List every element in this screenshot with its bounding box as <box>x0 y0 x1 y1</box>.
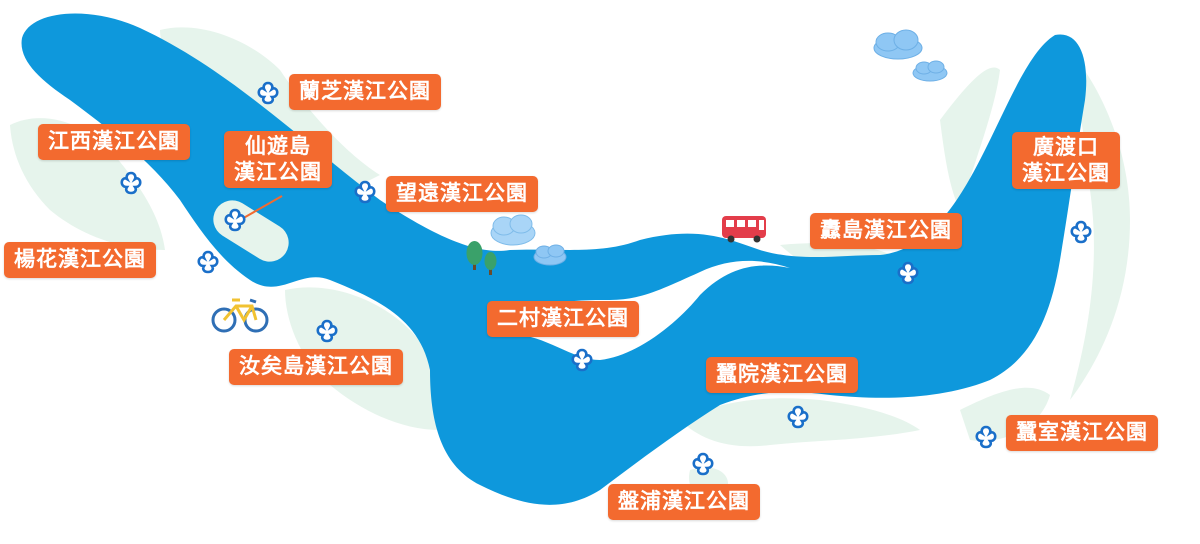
flower-marker-icon <box>787 405 809 429</box>
flower-marker-icon <box>571 348 593 372</box>
flower-marker-icon <box>197 250 219 274</box>
flower-marker-icon <box>120 171 142 195</box>
park-label-text: 廣渡口 <box>1033 135 1099 159</box>
park-label-yanghwa[interactable]: 楊花漢江公園 <box>4 242 156 278</box>
park-label-text: 漢江公園 <box>234 159 322 184</box>
park-label-text: 纛島漢江公園 <box>820 218 952 242</box>
park-label-mangwon[interactable]: 望遠漢江公園 <box>386 176 538 212</box>
bus-icon <box>722 216 766 243</box>
park-label-text: 二村漢江公園 <box>497 306 629 330</box>
park-label-text: 江西漢江公園 <box>48 129 180 153</box>
cloud-icon <box>533 244 567 266</box>
park-label-jamwon[interactable]: 蠶院漢江公園 <box>706 357 858 393</box>
park-label-yeouido[interactable]: 汝矣島漢江公園 <box>229 349 403 385</box>
park-label-text: 蠶院漢江公園 <box>716 362 848 386</box>
flower-marker-icon <box>224 208 246 232</box>
bicycle-icon <box>211 298 269 333</box>
cloud-icon <box>490 214 536 246</box>
park-label-gwangnaru[interactable]: 廣渡口漢江公園 <box>1012 132 1120 190</box>
park-label-seonyudo[interactable]: 仙遊島漢江公園 <box>224 131 332 189</box>
tree-icon <box>466 241 483 270</box>
flower-marker-icon <box>897 261 919 285</box>
park-label-text: 仙遊島 <box>245 134 311 158</box>
park-label-nanji[interactable]: 蘭芝漢江公園 <box>289 74 441 110</box>
flower-marker-icon <box>257 81 279 105</box>
park-label-banpo[interactable]: 盤浦漢江公園 <box>608 484 760 520</box>
flower-marker-icon <box>975 425 997 449</box>
park-label-ichon[interactable]: 二村漢江公園 <box>487 301 639 337</box>
park-label-gangseo[interactable]: 江西漢江公園 <box>38 124 190 160</box>
park-label-text: 蠶室漢江公園 <box>1016 420 1148 444</box>
park-label-jamsil[interactable]: 蠶室漢江公園 <box>1006 415 1158 451</box>
tree-icon <box>484 252 497 275</box>
cloud-icon <box>912 60 948 82</box>
park-label-text: 蘭芝漢江公園 <box>299 79 431 103</box>
flower-marker-icon <box>1070 220 1092 244</box>
park-label-text: 盤浦漢江公園 <box>618 489 750 513</box>
park-label-text: 汝矣島漢江公園 <box>239 354 393 378</box>
flower-marker-icon <box>354 180 376 204</box>
park-label-text: 楊花漢江公園 <box>14 247 146 271</box>
seonyudo-leader-line <box>239 195 283 221</box>
park-label-ttukseom[interactable]: 纛島漢江公園 <box>810 213 962 249</box>
flower-marker-icon <box>316 319 338 343</box>
park-label-text: 望遠漢江公園 <box>396 181 528 205</box>
cloud-icon <box>873 29 923 60</box>
park-label-text: 漢江公園 <box>1022 160 1110 185</box>
flower-marker-icon <box>692 452 714 476</box>
